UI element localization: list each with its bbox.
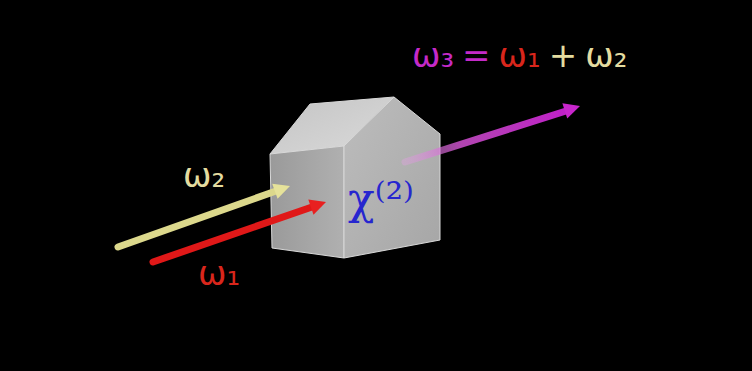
equation-term: ω₁ — [499, 36, 541, 75]
equation-term: + — [549, 36, 578, 75]
equation-term: ω₂ — [585, 36, 627, 75]
frequency-equation: ω₃=ω₁+ω₂ — [412, 36, 627, 75]
crystal-cube: χ⁽²⁾ — [266, 94, 444, 262]
cube-face — [344, 97, 440, 258]
equation-term: ω₃ — [412, 36, 454, 75]
frequency-label: ω₁ — [198, 254, 240, 293]
cube-face — [270, 146, 344, 258]
susceptibility-symbol: χ⁽²⁾ — [348, 174, 414, 225]
equation-term: = — [462, 36, 491, 75]
frequency-label: ω₂ — [183, 156, 225, 195]
